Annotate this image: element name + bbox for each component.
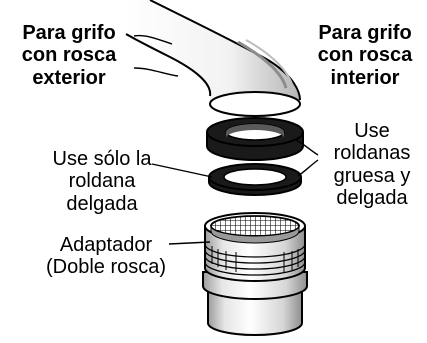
aerator-adapter — [202, 212, 308, 336]
thick-washer — [206, 117, 304, 161]
label-internal-thread: Para grifo con rosca interior — [304, 22, 426, 89]
leader-lines — [133, 34, 319, 245]
label-line: Use sólo la — [52, 148, 152, 170]
leader-external-lower — [133, 67, 179, 77]
label-line: delgada — [66, 192, 138, 215]
label-line: con rosca — [317, 44, 413, 67]
knurling — [211, 246, 299, 272]
thin-washer — [208, 163, 302, 196]
label-adapter: Adaptador (Doble rosca) — [26, 234, 186, 279]
label-line: delgada — [336, 187, 408, 210]
leader-external — [133, 34, 173, 45]
faucet-spout — [125, 0, 301, 117]
label-line: roldana — [68, 170, 136, 193]
label-line: con rosca — [21, 44, 117, 67]
leader-thin-washer-left — [151, 163, 213, 178]
label-both-washers: Use roldanas gruesa y delgada — [318, 120, 426, 210]
label-line: Para grifo — [318, 22, 412, 44]
leader-adapter — [168, 241, 211, 245]
label-line: (Doble rosca) — [45, 256, 167, 279]
label-thin-washer: Use sólo la roldana delgada — [22, 148, 182, 215]
label-line: Para grifo — [22, 22, 116, 44]
leader-thin-washer-right — [297, 159, 319, 177]
label-line: Use — [354, 120, 390, 142]
label-line: interior — [330, 66, 400, 89]
label-external-thread: Para grifo con rosca exterior — [4, 22, 134, 89]
label-line: exterior — [32, 66, 106, 89]
label-line: gruesa y — [333, 164, 411, 187]
label-line: Adaptador — [59, 234, 153, 256]
label-line: roldanas — [333, 142, 411, 165]
leader-thick-washer — [295, 139, 319, 156]
